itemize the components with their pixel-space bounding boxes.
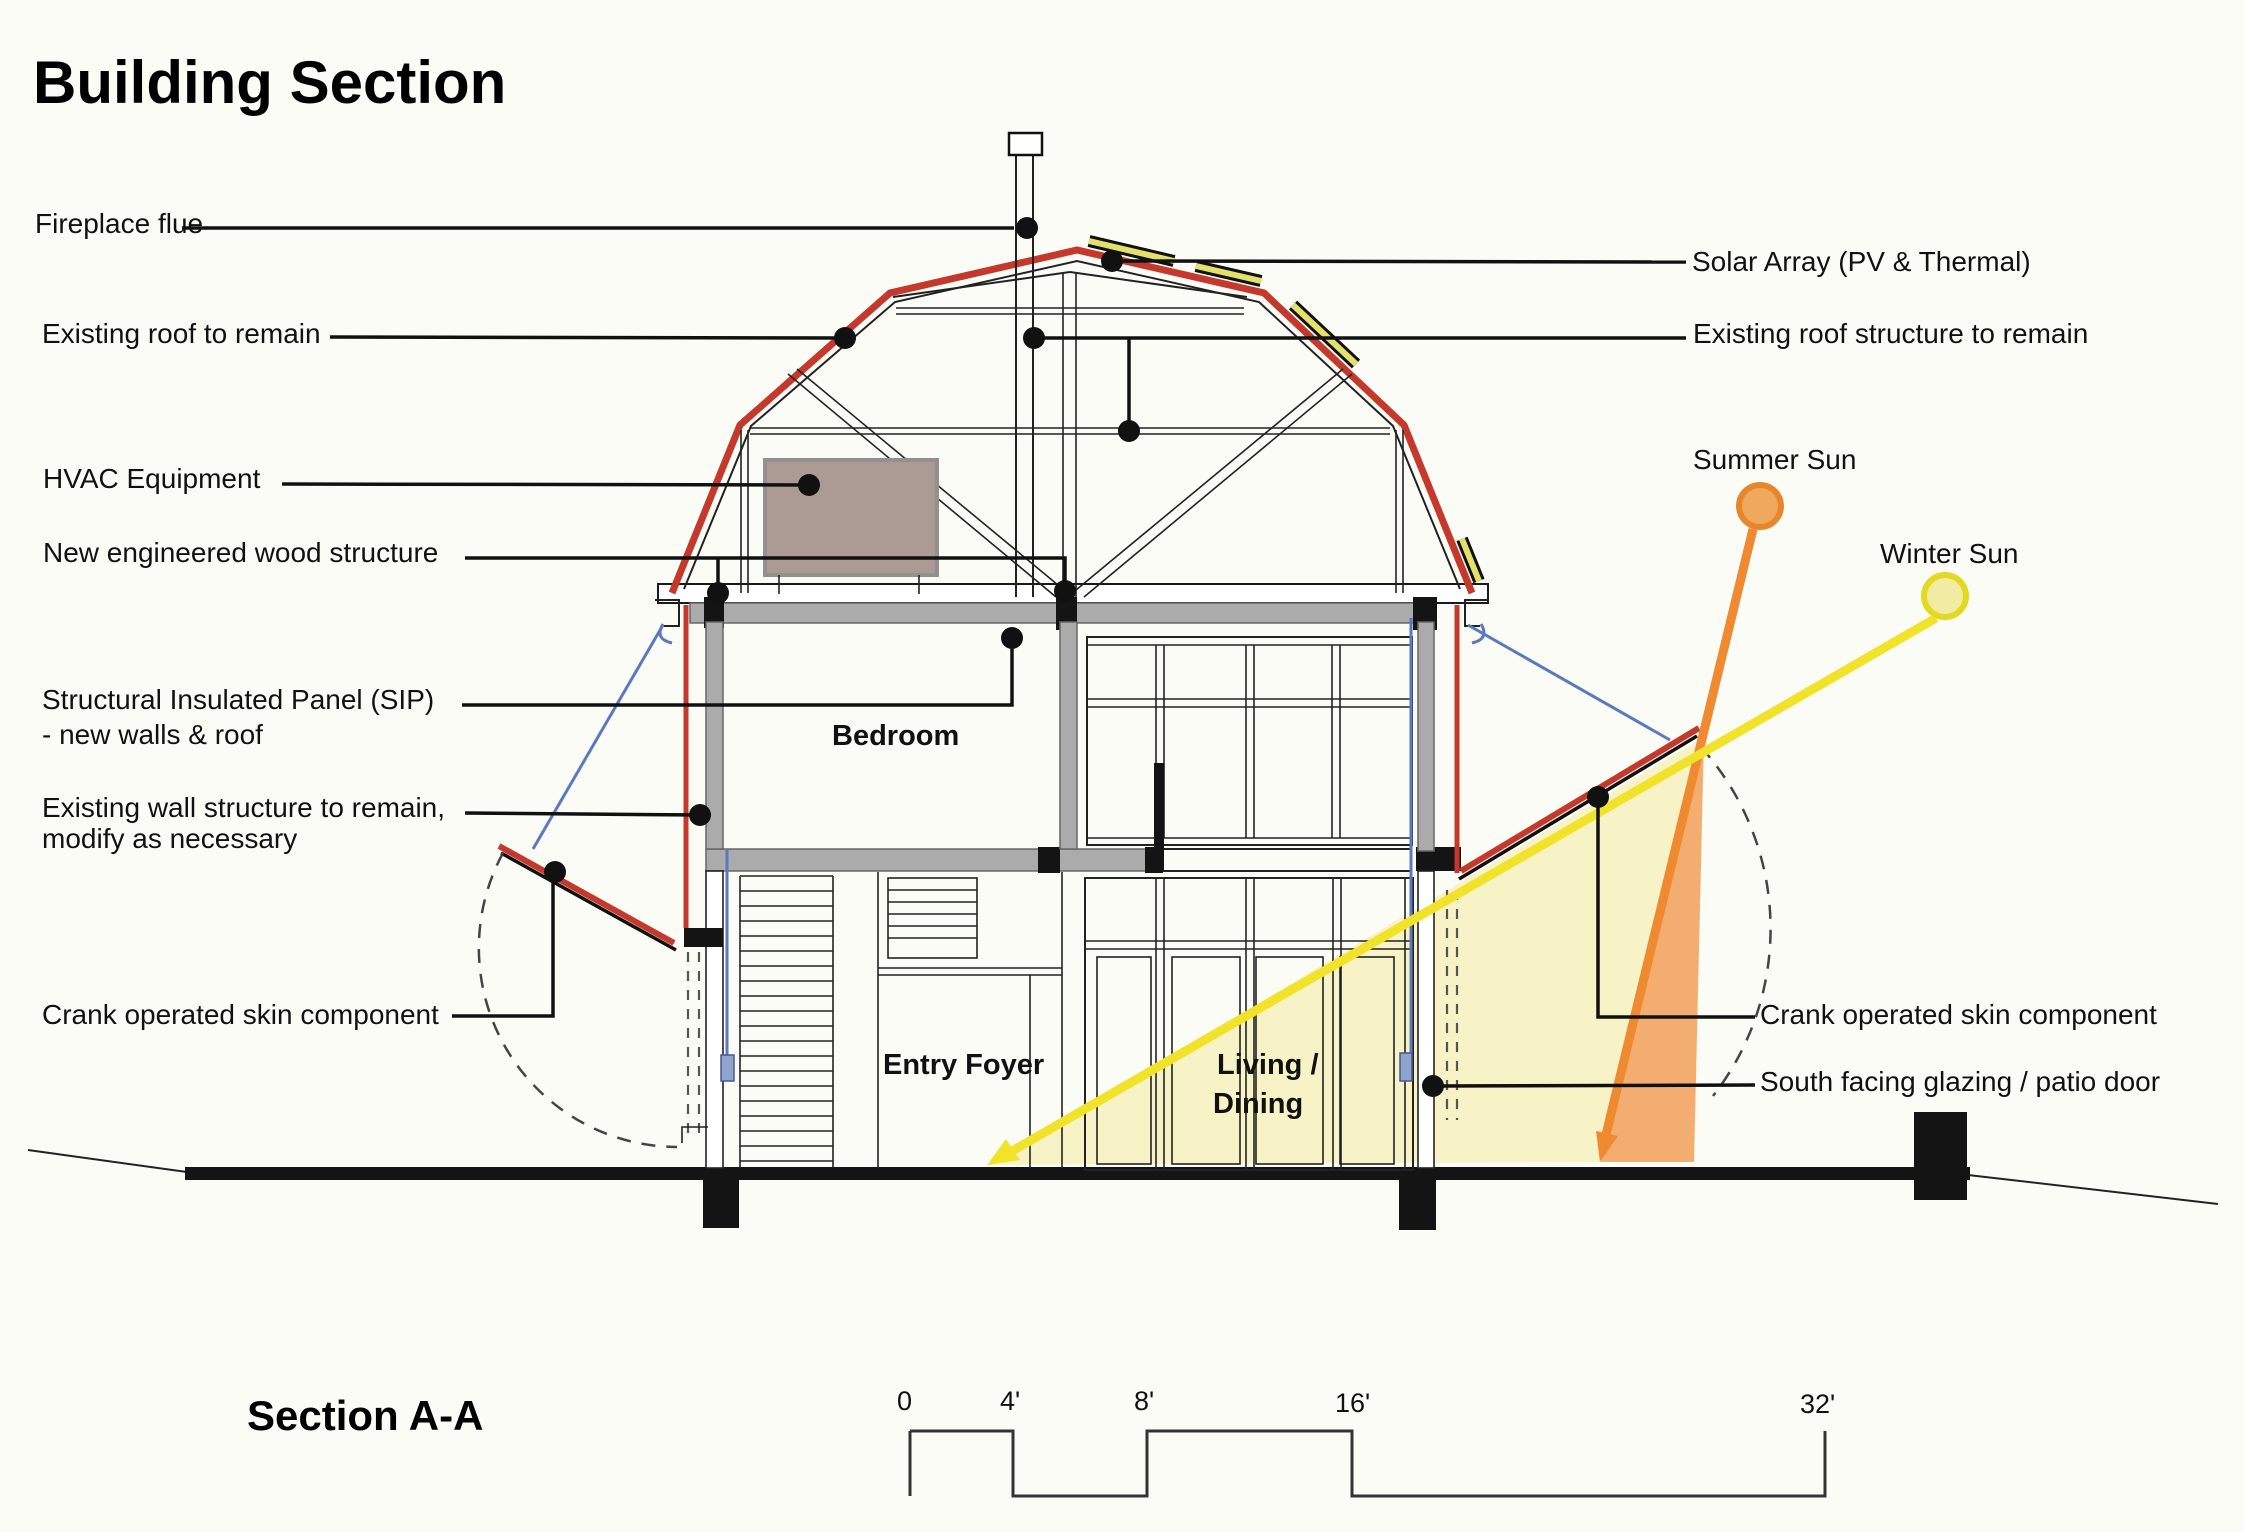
- scale-tick-32: 32': [1800, 1389, 1835, 1419]
- label-fireplace-flue: Fireplace flue: [35, 208, 203, 239]
- crank-skin-left: [497, 624, 735, 1082]
- foyer-millwork: [878, 872, 1063, 1168]
- hvac-unit: [763, 458, 939, 594]
- footing-left: [703, 1180, 739, 1228]
- label-hvac: HVAC Equipment: [43, 463, 261, 494]
- drawing-name: Section A-A: [247, 1392, 483, 1439]
- flap-swing-arcs: [477, 746, 1772, 1149]
- label-existing-roof-structure: Existing roof structure to remain: [1693, 318, 2088, 349]
- leader-crank-right: [1587, 786, 1755, 1019]
- room-living-line2: Dining: [1213, 1088, 1303, 1120]
- new-sip-roof-red: [668, 246, 1476, 595]
- summer-sun-icon: [1736, 482, 1784, 530]
- leader-fireplace-flue: [182, 217, 1038, 239]
- pier-far-right: [1914, 1112, 1967, 1200]
- summer-ray-arrowhead: [1596, 1131, 1618, 1162]
- solar-array-panels: [1087, 235, 1485, 584]
- crank-skin-right: [1458, 623, 1701, 881]
- bedroom-right-wall: [1059, 621, 1078, 850]
- leader-crank-left: [452, 861, 566, 1018]
- label-existing-wall-line1: Existing wall structure to remain,: [42, 792, 445, 823]
- winter-sun-icon: [1921, 572, 1969, 620]
- leader-south-glazing: [1422, 1075, 1756, 1097]
- stair: [739, 872, 879, 1168]
- label-south-glazing: South facing glazing / patio door: [1760, 1066, 2160, 1097]
- scale-tick-4: 4': [1000, 1386, 1020, 1416]
- second-floor: [705, 847, 1461, 873]
- label-crank-right: Crank operated skin component: [1760, 999, 2157, 1030]
- leader-existing-roof: [329, 327, 856, 349]
- label-solar-array: Solar Array (PV & Thermal): [1692, 246, 2031, 277]
- label-crank-left: Crank operated skin component: [42, 999, 439, 1030]
- label-existing-wall-line2: modify as necessary: [42, 823, 297, 854]
- ground: [27, 1112, 2219, 1230]
- leaders: [182, 217, 1756, 1097]
- scale-tick-0: 0: [897, 1386, 912, 1416]
- walls: [681, 605, 1460, 1169]
- text-layer: Building Section Section A-A Fireplace f…: [33, 49, 2160, 1439]
- left-wall: [705, 621, 724, 850]
- patio-door-handle: [1399, 1052, 1413, 1082]
- page-title: Building Section: [33, 49, 506, 116]
- label-existing-roof: Existing roof to remain: [42, 318, 321, 349]
- room-living-line1: Living /: [1217, 1049, 1319, 1081]
- footing-right: [1399, 1180, 1436, 1230]
- label-new-wood: New engineered wood structure: [43, 537, 438, 568]
- leader-sip: [462, 627, 1023, 707]
- stair-treads: [740, 875, 833, 1162]
- room-bedroom: Bedroom: [832, 720, 959, 752]
- winter-ray-arrowhead: [987, 1139, 1020, 1165]
- leader-existing-wall: [464, 804, 711, 826]
- building: [497, 131, 1701, 1171]
- scale-tick-16: 16': [1335, 1388, 1370, 1418]
- winter-sun-ray: [997, 614, 1939, 1162]
- label-sip-line1: Structural Insulated Panel (SIP): [42, 684, 434, 715]
- fireplace-flue: [1007, 131, 1044, 597]
- right-wall: [1417, 621, 1435, 852]
- scale-tick-8: 8': [1134, 1386, 1154, 1416]
- room-entry-foyer: Entry Foyer: [883, 1049, 1044, 1081]
- leader-solar-array: [1101, 250, 1687, 272]
- leader-hvac: [281, 474, 820, 496]
- sun-paths: [987, 482, 1969, 1165]
- label-winter-sun: Winter Sun: [1880, 538, 2019, 569]
- label-summer-sun: Summer Sun: [1693, 444, 1856, 475]
- summer-sun-ray: [1598, 527, 1758, 1149]
- label-sip-line2: - new walls & roof: [42, 719, 263, 750]
- leader-existing-roof-structure: [1023, 327, 1686, 442]
- upper-window-band: [1086, 636, 1413, 871]
- leader-new-wood: [465, 556, 1076, 604]
- scale-bar: 0 4' 8' 16' 32': [897, 1386, 1835, 1498]
